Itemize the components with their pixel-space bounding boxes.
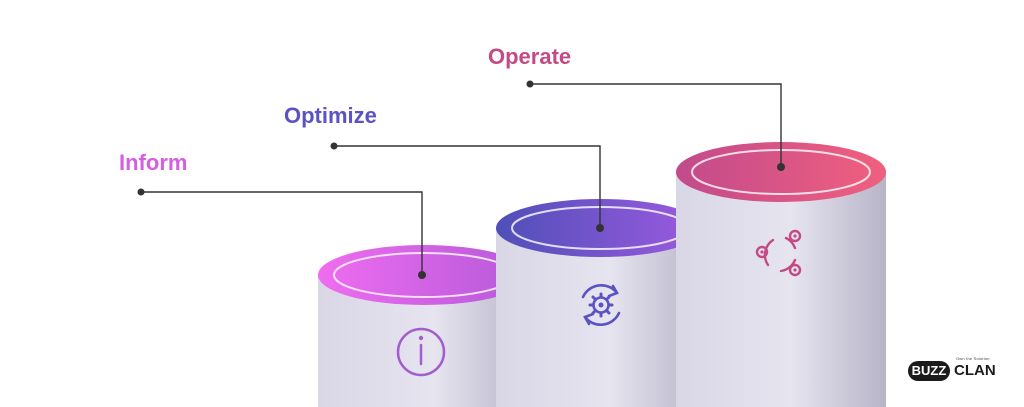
- leader-line-optimize: [330, 142, 604, 232]
- step-title-operate: Operate: [488, 44, 572, 69]
- step-title-inform: Inform: [119, 150, 188, 175]
- buzzclan-logo: Own the Solution BUZZ CLAN: [908, 356, 1004, 386]
- pillar-operate: [676, 142, 886, 407]
- step-title-optimize: Optimize: [284, 103, 377, 128]
- gear-refresh-icon: [581, 284, 621, 326]
- pillar-operate-body: [676, 172, 886, 407]
- logo-word-right: CLAN: [954, 362, 996, 379]
- pillar-operate-top: [676, 142, 886, 202]
- info-icon: [396, 327, 446, 377]
- pillar-optimize-body: [496, 228, 704, 407]
- leader-line-inform: [137, 188, 426, 279]
- logo-word-left: BUZZ: [908, 361, 950, 381]
- logo-tagline: Own the Solution: [956, 356, 990, 361]
- leader-line-operate: [526, 80, 785, 171]
- gears-cycle-icon: [755, 229, 802, 277]
